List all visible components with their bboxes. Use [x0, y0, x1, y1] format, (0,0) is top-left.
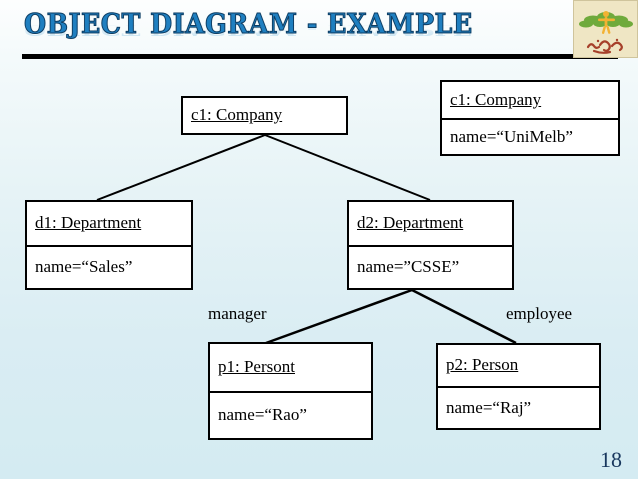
logo-artwork [579, 11, 633, 54]
page-number: 18 [600, 447, 622, 472]
tree-person-logo [573, 0, 638, 58]
object-attribute-p2-name: name=“Raj” [438, 386, 599, 428]
link-label-employee: employee [506, 304, 573, 323]
object-attribute-p1-name: name=“Rao” [210, 391, 371, 438]
object-node-c1-company-unimelb[interactable]: c1: Company name=“UniMelb” [440, 80, 620, 156]
link-lines [96, 134, 517, 345]
object-node-p1-persont[interactable]: p1: Persont name=“Rao” [208, 342, 373, 440]
object-attribute-c1-name: name=“UniMelb” [442, 118, 618, 154]
object-node-c1-company[interactable]: c1: Company [181, 96, 348, 135]
object-name-p1-persont: p1: Persont [218, 357, 295, 377]
page-title: OBJECT DIAGRAM - EXAMPLE [24, 9, 473, 41]
object-node-p2-person[interactable]: p2: Person name=“Raj” [436, 343, 601, 430]
object-node-d2-department[interactable]: d2: Department name=”CSSE” [347, 200, 514, 290]
link-c1-d1 [96, 134, 266, 201]
object-attribute-d1-name: name=“Sales” [27, 245, 191, 288]
link-d2-p1 [265, 288, 413, 345]
object-name-c1-company: c1: Company [191, 105, 283, 125]
object-diagram: c1: Company c1: Company name=“UniMelb” d… [0, 62, 638, 479]
object-node-d1-department[interactable]: d1: Department name=“Sales” [25, 200, 193, 290]
object-name-c1-company-unimelb: c1: Company [450, 89, 542, 109]
object-attribute-d2-name: name=”CSSE” [349, 245, 512, 288]
object-name-d1-department: d1: Department [35, 213, 142, 233]
link-label-manager: manager [208, 304, 267, 323]
slide-header: OBJECT DIAGRAM - EXAMPLE OBJECT DIAGRAM … [0, 0, 638, 62]
link-c1-d2 [264, 134, 431, 201]
title-divider [22, 54, 618, 59]
object-name-p2-person: p2: Person [446, 355, 519, 375]
object-name-d2-department: d2: Department [357, 213, 464, 233]
link-d2-p2 [411, 288, 517, 345]
